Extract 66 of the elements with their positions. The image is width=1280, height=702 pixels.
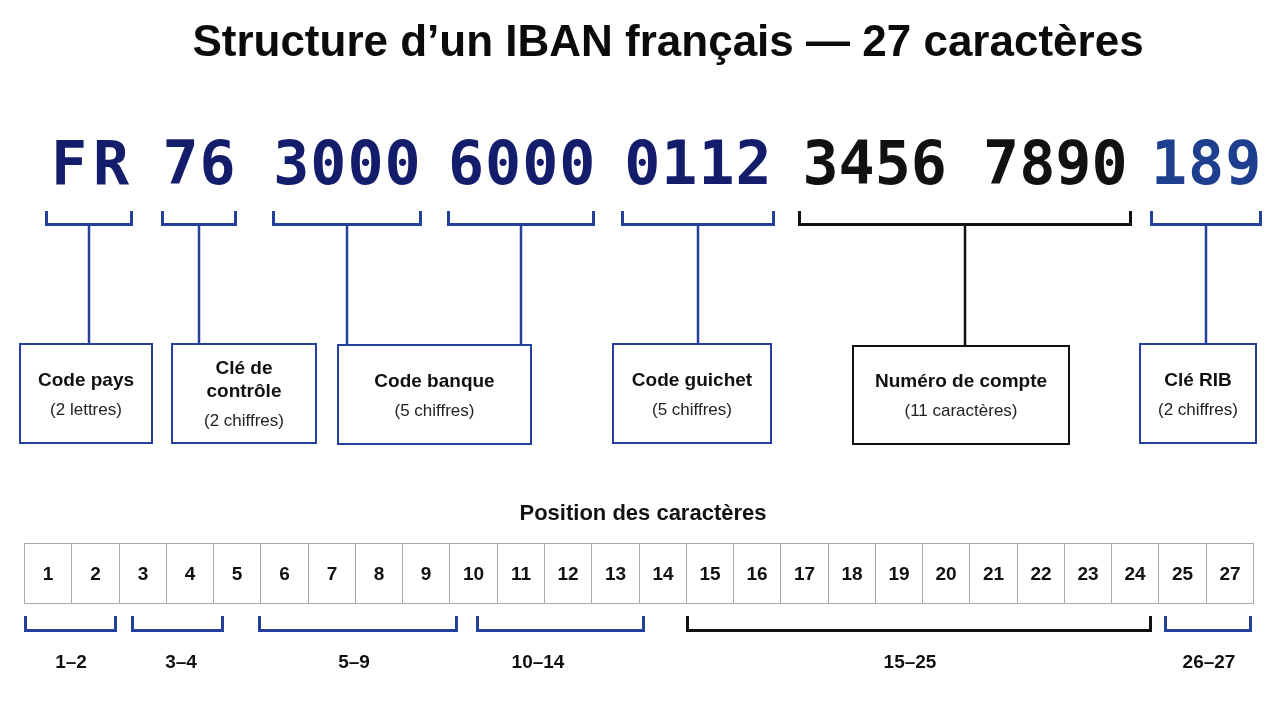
leader-line bbox=[963, 226, 967, 345]
label-box bbox=[171, 343, 317, 444]
position-cell: 3 bbox=[119, 543, 167, 604]
label-box bbox=[612, 343, 772, 444]
field-name: Code guichet bbox=[631, 367, 753, 391]
position-cell: 20 bbox=[922, 543, 970, 604]
range-label: 10–14 bbox=[511, 650, 565, 674]
position-cell: 18 bbox=[828, 543, 876, 604]
field-length: (2 chiffres) bbox=[1158, 398, 1238, 420]
section-heading: Position des caractères bbox=[519, 499, 767, 527]
position-cell: 15 bbox=[686, 543, 734, 604]
field-name: Clé RIB bbox=[1164, 367, 1232, 391]
position-cell: 6 bbox=[260, 543, 309, 604]
position-cell: 12 bbox=[544, 543, 592, 604]
field-length: (5 chiffres) bbox=[652, 398, 732, 420]
leader-line bbox=[197, 226, 201, 343]
leader-line bbox=[87, 226, 91, 343]
position-cell: 25 bbox=[1158, 543, 1207, 604]
bracketed-iban-digits: FR bbox=[45, 130, 133, 226]
bracketed-iban-digits: 3456 7890 bbox=[798, 130, 1132, 226]
range-label: 5–9 bbox=[338, 650, 370, 674]
field-length: (11 caractères) bbox=[904, 400, 1018, 421]
title: Structure d’un IBAN français — 27 caractères bbox=[192, 15, 1144, 67]
position-cell: 16 bbox=[733, 543, 781, 604]
field-length: (2 lettres) bbox=[50, 398, 122, 420]
range-label: 1–2 bbox=[55, 650, 87, 674]
range-label: 15–25 bbox=[883, 650, 937, 674]
leader-line bbox=[696, 226, 700, 343]
position-cell: 19 bbox=[875, 543, 923, 604]
leader-line bbox=[519, 226, 523, 344]
range-label: 3–4 bbox=[165, 650, 197, 674]
field-length: (2 chiffres) bbox=[204, 410, 284, 431]
position-cell: 22 bbox=[1017, 543, 1065, 604]
position-cell: 27 bbox=[1206, 543, 1254, 604]
leader-line bbox=[1204, 226, 1208, 343]
position-cell: 2 bbox=[71, 543, 120, 604]
label-box bbox=[337, 344, 532, 445]
position-cell: 21 bbox=[969, 543, 1018, 604]
position-cell: 5 bbox=[213, 543, 261, 604]
position-cell: 13 bbox=[591, 543, 640, 604]
leader-line bbox=[345, 226, 349, 344]
bracketed-iban-digits: 76 bbox=[161, 130, 237, 226]
field-name: Code banque bbox=[374, 368, 495, 392]
position-cell: 24 bbox=[1111, 543, 1159, 604]
position-cell: 8 bbox=[355, 543, 403, 604]
bracketed-iban-digits: 3000 bbox=[272, 130, 422, 226]
label-box bbox=[852, 345, 1070, 445]
position-cell: 11 bbox=[497, 543, 545, 604]
bracketed-iban-digits: 6000 bbox=[447, 130, 595, 226]
position-cell: 23 bbox=[1064, 543, 1112, 604]
position-cell: 10 bbox=[449, 543, 498, 604]
position-cell: 4 bbox=[166, 543, 214, 604]
position-cell: 1 bbox=[24, 543, 72, 604]
bracketed-iban-digits: 0112 bbox=[621, 130, 775, 226]
position-cell: 17 bbox=[780, 543, 829, 604]
field-name: Numéro de compte bbox=[874, 369, 1048, 392]
bracketed-iban-digits: 189 bbox=[1150, 130, 1262, 226]
position-cell: 9 bbox=[402, 543, 450, 604]
field-name: Clé de contrôle bbox=[205, 356, 283, 402]
position-cell: 7 bbox=[308, 543, 356, 604]
range-label: 26–27 bbox=[1182, 650, 1236, 674]
label-box bbox=[1139, 343, 1257, 444]
field-name: Code pays bbox=[37, 367, 135, 391]
field-length: (5 chiffres) bbox=[394, 399, 475, 421]
position-cell: 14 bbox=[639, 543, 687, 604]
label-box bbox=[19, 343, 153, 444]
